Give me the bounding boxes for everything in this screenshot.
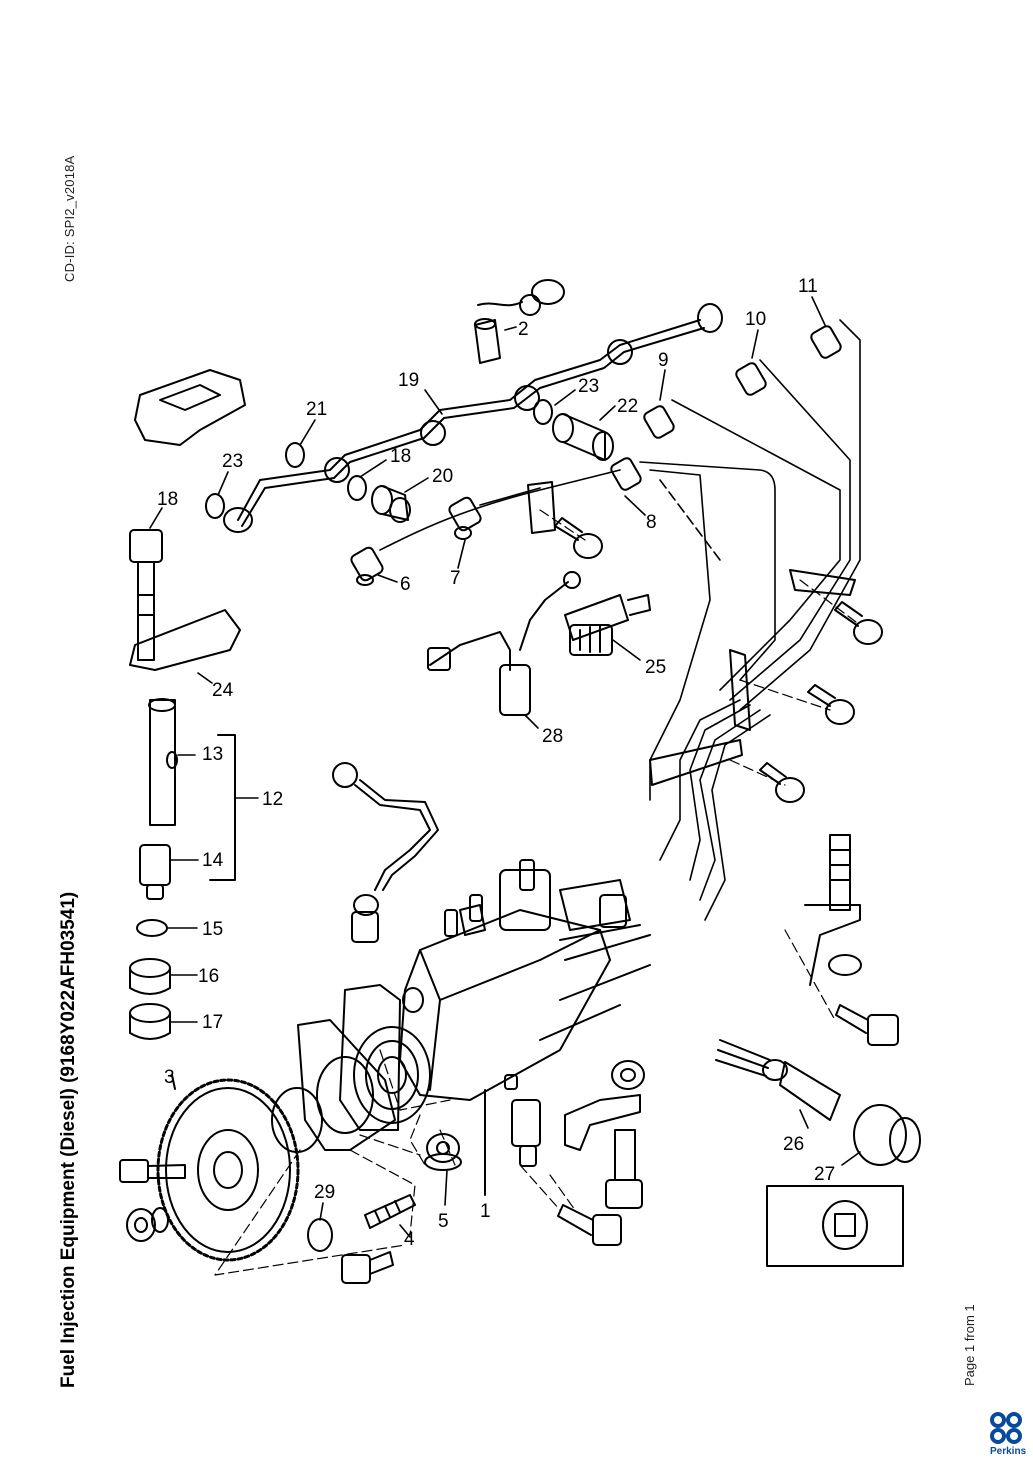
callout-7: 7: [450, 568, 461, 589]
clamp-plate-24: [129, 609, 241, 671]
sealing-washer-23b: [533, 399, 553, 425]
callout-1: 1: [480, 1201, 491, 1222]
clamp-bolt-low: [759, 762, 805, 803]
solenoid-nut: [611, 1060, 645, 1090]
injector-clamp-slot: [159, 384, 221, 411]
hex-bolt-lower: [341, 1251, 394, 1284]
injection-pipes: [223, 303, 723, 533]
pipe-clamp-top: [789, 569, 856, 596]
fuel-feed-pipe: [332, 762, 439, 943]
flange-gasket: [297, 1019, 396, 1151]
leak-off-pipes: [379, 319, 861, 921]
callout-24: 24: [212, 680, 234, 701]
callout-3: 3: [164, 1067, 175, 1088]
pipe-clamp-mid: [729, 649, 751, 731]
callout-19: 19: [398, 370, 419, 391]
injection-pump-body: [339, 859, 651, 1196]
stop-solenoid: [511, 1099, 541, 1167]
pipe-28: [427, 571, 581, 716]
plug-detail: [822, 1200, 868, 1250]
injector-connector-8: [610, 457, 642, 491]
sealing-washer-23a: [205, 493, 225, 519]
gear-nut-washer: [126, 1207, 169, 1242]
callout-23-left: 23: [222, 451, 243, 472]
callout-29: 29: [314, 1182, 335, 1203]
hex-bolt-right: [835, 1004, 899, 1046]
callout-22: 22: [617, 396, 638, 417]
washer-right: [828, 954, 862, 976]
banjo-bolt-22: [552, 413, 614, 461]
solenoid-bolt-horizontal: [557, 1204, 622, 1246]
callout-21: 21: [306, 399, 327, 420]
callout-18-left: 18: [157, 489, 178, 510]
banjo-bolt-20: [371, 485, 411, 523]
callout-17: 17: [202, 1012, 223, 1033]
callout-16: 16: [198, 966, 219, 987]
callout-12: 12: [262, 789, 283, 810]
o-ring: [271, 1087, 323, 1153]
injector-holder: [148, 698, 178, 826]
callout-26: 26: [783, 1134, 804, 1155]
solenoid-bracket: [564, 1094, 641, 1151]
callout-28: 28: [542, 726, 563, 747]
callout-labels: 1 2 3 4 5 6 7 8 9 10 11 12 13 14 15 16 1…: [157, 276, 835, 1250]
pressure-switch-25: [564, 594, 651, 656]
brand-name: Perkins: [990, 1446, 1027, 1457]
sensor-26: [715, 1039, 841, 1121]
clamp-bolt-top: [834, 601, 883, 645]
injector-connector-9: [643, 405, 675, 439]
callout-15: 15: [202, 919, 223, 940]
callout-2: 2: [518, 319, 529, 340]
callout-13: 13: [202, 744, 223, 765]
callout-4: 4: [404, 1229, 415, 1250]
stud-right: [829, 834, 851, 911]
sealing-washer-18a: [347, 475, 367, 501]
callout-25: 25: [645, 657, 666, 678]
leak-off-bracket: [527, 481, 556, 534]
sealing-washer-21: [285, 442, 305, 468]
callout-23-right: 23: [578, 376, 599, 397]
sleeve-17: [129, 1003, 171, 1040]
callout-6: 6: [400, 574, 411, 595]
solenoid-bolt-vertical: [605, 1129, 643, 1209]
sleeve-16: [129, 958, 171, 995]
perkins-logo-icon: [990, 1412, 1022, 1444]
callout-27: 27: [814, 1164, 835, 1185]
stud: [364, 1194, 416, 1229]
clamp-bolt-mid: [807, 684, 855, 725]
callout-11: 11: [798, 276, 818, 297]
nozzle-washer-15: [136, 919, 168, 937]
drive-gear: [156, 1074, 300, 1262]
callout-20: 20: [432, 466, 453, 487]
clamp-bolt-18: [129, 529, 163, 661]
callout-18-mid: 18: [390, 446, 411, 467]
callout-10: 10: [745, 309, 766, 330]
injector-connector-10: [735, 362, 767, 396]
bracket-right: [804, 904, 861, 986]
cap-seal-2: [474, 279, 565, 364]
adapter-27: [853, 1104, 921, 1166]
callout-5: 5: [438, 1211, 449, 1232]
injector-clamp: [134, 369, 246, 446]
injector-connector-11: [810, 325, 842, 359]
callout-9: 9: [658, 350, 669, 371]
flange-nut: [424, 1133, 462, 1171]
part-12-bracket: [209, 734, 236, 881]
pipe-clamp-low: [649, 739, 743, 786]
callout-leaders: [149, 296, 861, 1238]
injector-connector-6: [350, 546, 384, 586]
callout-8: 8: [646, 512, 657, 533]
washer-29: [307, 1218, 333, 1252]
assembly-lines: [214, 509, 861, 1276]
detail-inset-box: [766, 1185, 904, 1267]
callout-14: 14: [202, 850, 224, 871]
bracket-bolt: [554, 517, 603, 559]
injector-nozzle: [139, 844, 171, 900]
gear-bolt: [119, 1159, 186, 1183]
